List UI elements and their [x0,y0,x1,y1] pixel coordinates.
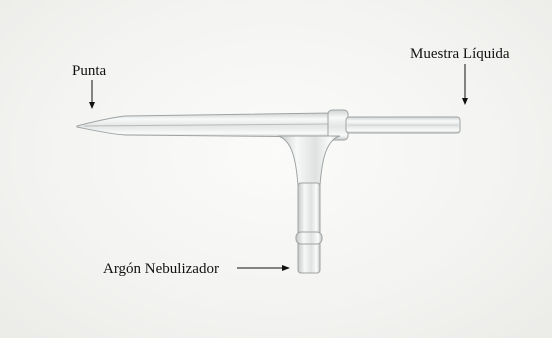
argon-label: Argón Nebulizador [103,262,219,277]
liquid-sample-arrow [462,64,468,105]
liquid-sample-label: Muestra Líquida [410,47,510,62]
tip-label: Punta [72,64,106,79]
argon-arrow [237,265,290,271]
t-junction-flare [278,136,340,185]
argon-tube-ring [296,232,322,244]
tip-arrow [89,80,95,109]
argon-tube [298,183,320,273]
